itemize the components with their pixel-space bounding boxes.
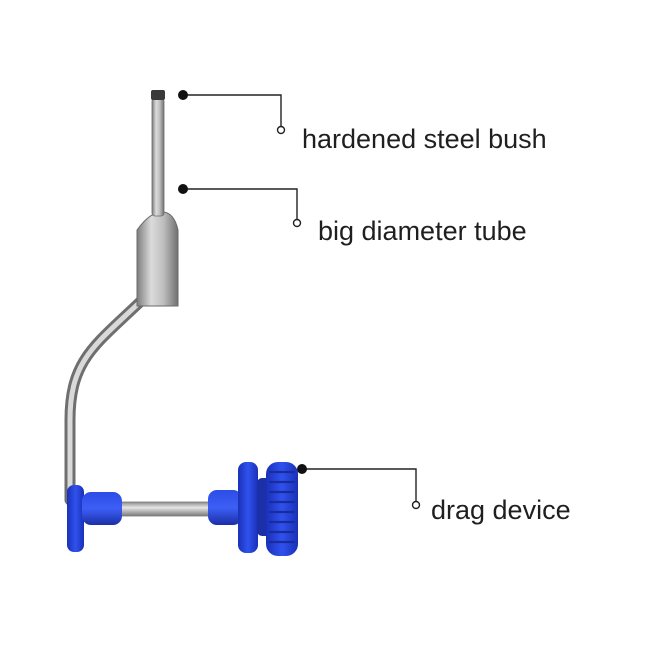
left-flange [67,485,84,552]
big-diameter-tube [136,211,179,307]
callout-bush-dot [178,90,188,100]
drag-knob [266,462,298,556]
callout-bush [183,94,286,135]
label-big-diameter-tube: big diameter tube [318,216,527,246]
curved-wire-highlight [67,299,143,503]
callout-drag [302,468,421,510]
callout-drag-dot [297,464,307,474]
hardened-steel-bush [151,90,165,100]
right-hub [208,490,242,525]
label-hardened-steel-bush: hardened steel bush [302,124,547,154]
steel-rod [151,97,165,217]
label-drag-device: drag device [431,495,571,525]
callout-tube [183,188,302,228]
left-hub [82,492,122,525]
callout-tube-dot [178,184,188,194]
right-flange [238,462,258,553]
